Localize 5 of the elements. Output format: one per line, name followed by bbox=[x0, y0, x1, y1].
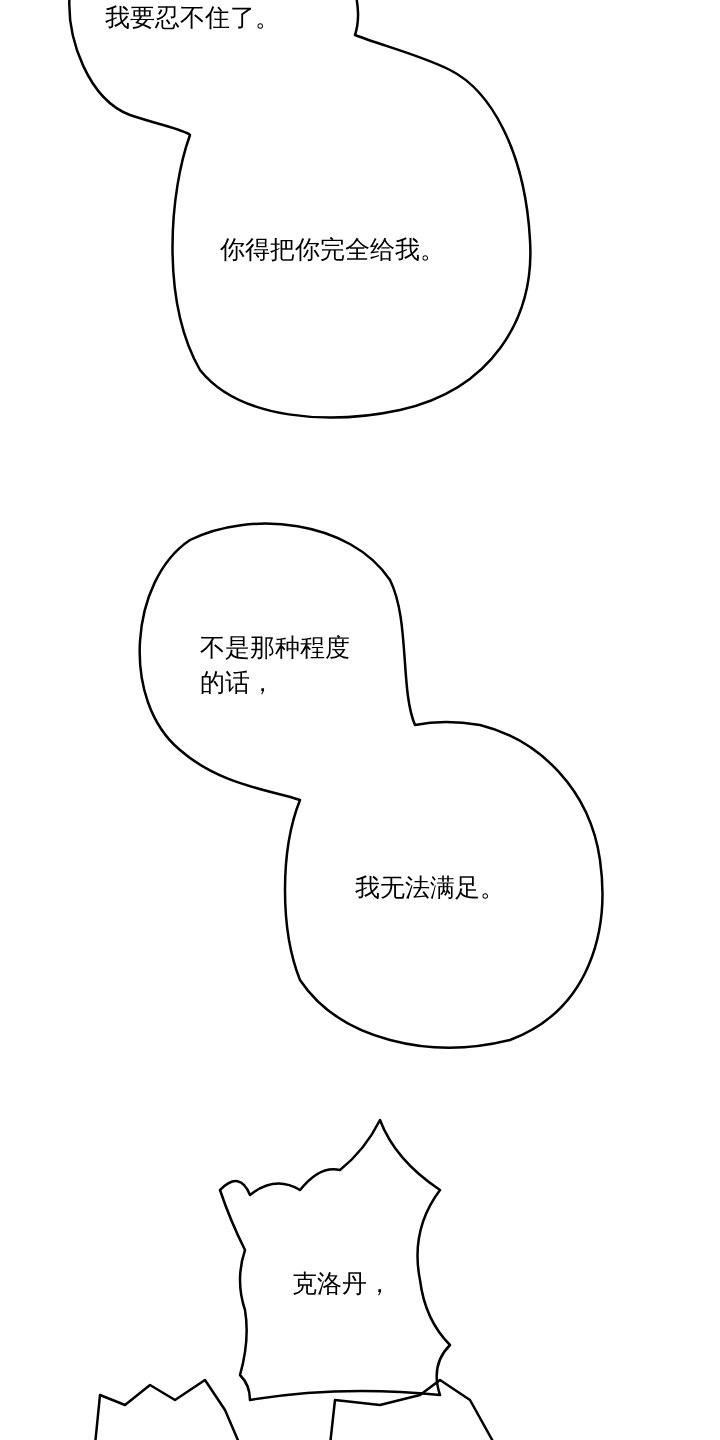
dialogue-text: 克洛丹， bbox=[292, 1268, 392, 1300]
dialogue-text: 我要忍不住了。 bbox=[105, 2, 280, 34]
dialogue-text: 不是那种程度的话， bbox=[200, 632, 350, 699]
dialogue-text: 你得把你完全给我。 bbox=[220, 234, 445, 266]
dialogue-text: 我无法满足。 bbox=[355, 872, 505, 904]
